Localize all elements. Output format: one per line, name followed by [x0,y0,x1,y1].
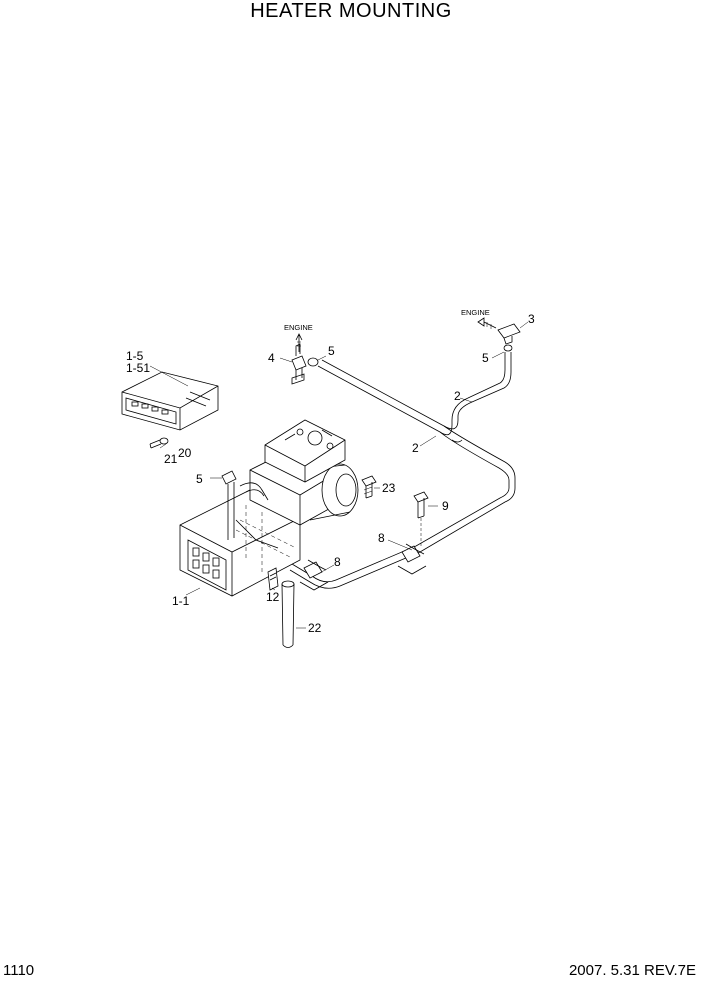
callout-8-right: 8 [378,531,385,545]
exhaust-pipe-22 [281,580,295,648]
callout-9: 9 [442,499,449,513]
callout-8-left: 8 [334,555,341,569]
clamp-8-right [397,543,427,575]
callout-12: 12 [266,590,280,604]
engine-arrow-right [477,317,497,329]
screw-21 [149,437,169,449]
callout-21: 21 [164,452,178,466]
callout-5-mid: 5 [328,344,335,358]
callout-22: 22 [308,621,322,635]
engine-label-right: ENGINE [461,308,490,317]
callout-23: 23 [382,481,396,495]
page-title: HEATER MOUNTING [250,0,452,22]
callout-1-5: 1-5 [126,349,144,363]
clamp-8-left [299,559,329,591]
controller-1-5 [121,371,219,431]
bolt-9 [413,491,429,548]
callout-3: 3 [528,312,535,326]
engine-label-left: ENGINE [284,323,313,332]
callout-5-left: 5 [196,472,203,486]
heater-unit [179,419,359,597]
engine-arrow-left [295,333,303,352]
callout-4: 4 [268,351,275,365]
callout-5-right: 5 [482,351,489,365]
fitting-3 [497,323,521,352]
bolt-23 [361,475,377,499]
callout-1-51: 1-51 [126,361,150,375]
revision-date: 2007. 5.31 REV.7E [568,962,696,979]
hose-2 [289,352,516,589]
callout-1-1: 1-1 [172,594,190,608]
callout-20: 20 [178,446,192,460]
leader-lines [149,321,529,629]
bolt-12 [267,567,279,591]
page-number: 1110 [3,962,35,979]
callout-2-lower: 2 [412,441,419,455]
callout-2-upper: 2 [454,389,461,403]
fitting-4 [291,343,319,385]
